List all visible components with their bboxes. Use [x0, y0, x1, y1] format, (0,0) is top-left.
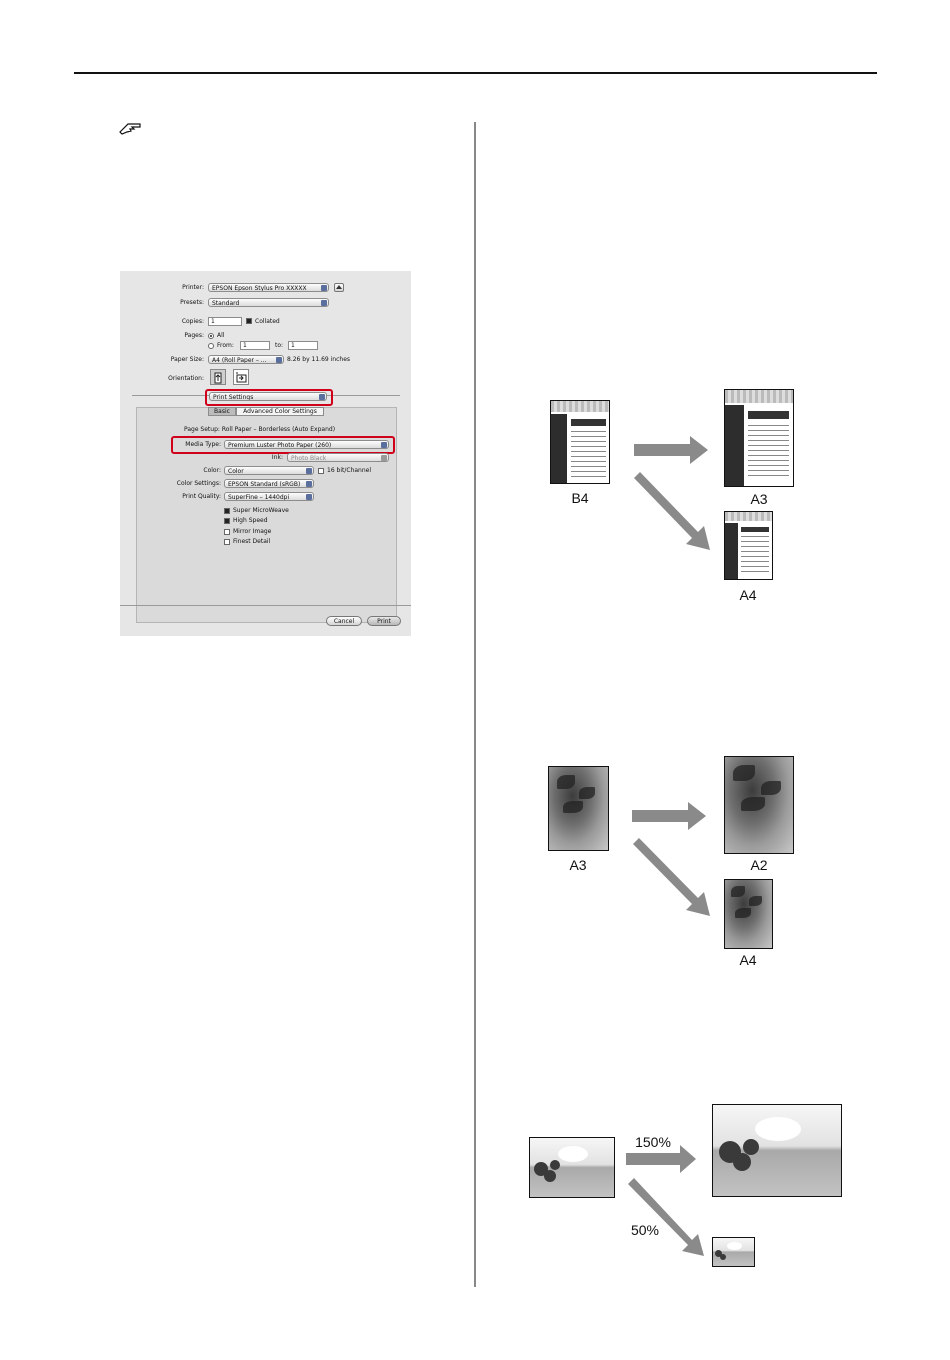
print-dialog: Printer: EPSON Epson Stylus Pro XXXXX Pr… — [120, 271, 411, 636]
arrow-up-150 — [626, 1145, 696, 1173]
beach-original — [529, 1137, 615, 1198]
page-setup-text: Page Setup: Roll Paper – Borderless (Aut… — [184, 426, 336, 433]
arrow-a3-to-a4 — [633, 838, 710, 916]
photo-page-a3 — [548, 766, 609, 851]
landscape-orientation-button[interactable] — [233, 369, 249, 385]
bit-channel-checkbox[interactable] — [318, 468, 324, 474]
section-highlight — [205, 389, 333, 406]
finest-detail-checkbox[interactable] — [224, 539, 230, 545]
label-a4-doc: A4 — [739, 587, 757, 603]
label-150-percent: 150% — [635, 1134, 671, 1150]
paper-size-popup[interactable]: A4 (Roll Paper – ... — [208, 355, 284, 364]
color-label: Color: — [203, 467, 221, 474]
color-settings-popup[interactable]: EPSON Standard (sRGB) — [224, 479, 314, 488]
section-popup[interactable]: Print Settings — [209, 392, 327, 401]
doc-page-b4 — [550, 400, 610, 484]
printer-label: Printer: — [182, 284, 204, 291]
beach-reduced — [712, 1237, 755, 1267]
media-type-highlight — [171, 436, 395, 454]
photo-page-a2 — [724, 756, 794, 854]
high-speed-label: High Speed — [233, 517, 268, 524]
color-popup[interactable]: Color — [224, 466, 314, 475]
super-microweave-checkbox[interactable] — [224, 508, 230, 514]
label-50-percent: 50% — [630, 1222, 660, 1238]
presets-label: Presets: — [180, 299, 204, 306]
label-b4: B4 — [571, 490, 589, 506]
arrow-down-50 — [628, 1178, 704, 1256]
header-rule — [74, 72, 877, 74]
media-type-label: Media Type: — [185, 441, 221, 448]
arrow-b4-to-a4 — [634, 472, 710, 550]
print-button[interactable]: Print — [367, 616, 401, 626]
bit-channel-label: 16 bit/Channel — [327, 467, 372, 474]
arrow-b4-to-a3 — [634, 436, 708, 464]
label-a2: A2 — [750, 857, 768, 873]
column-divider — [474, 122, 476, 1287]
pages-to-field[interactable]: 1 — [288, 341, 318, 350]
cancel-button[interactable]: Cancel — [326, 616, 362, 626]
mirror-image-label: Mirror Image — [233, 528, 272, 535]
color-settings-label: Color Settings: — [176, 480, 221, 487]
orientation-label: Orientation: — [168, 375, 204, 382]
landscape-icon — [236, 372, 247, 383]
pages-from-label: From: — [217, 342, 234, 349]
expand-button[interactable] — [334, 283, 344, 292]
label-a3-photo: A3 — [569, 857, 587, 873]
doc-page-a4 — [724, 511, 773, 580]
pages-all-radio[interactable] — [208, 333, 214, 339]
ink-popup[interactable]: Photo Black — [287, 453, 389, 462]
pointing-hand-icon — [119, 123, 141, 135]
arrow-a3-to-a2 — [632, 802, 706, 830]
pages-from-field[interactable]: 1 — [240, 341, 270, 350]
pages-from-radio[interactable] — [208, 343, 214, 349]
finest-detail-label: Finest Detail — [233, 538, 271, 545]
pages-label: Pages: — [184, 332, 204, 339]
pages-all-label: All — [217, 332, 225, 339]
media-type-popup[interactable]: Premium Luster Photo Paper (260) — [224, 440, 389, 449]
label-a4-photo: A4 — [739, 952, 757, 968]
high-speed-checkbox[interactable] — [224, 518, 230, 524]
ink-label: Ink: — [271, 454, 283, 461]
collated-checkbox[interactable] — [246, 318, 252, 324]
print-quality-label: Print Quality: — [182, 493, 221, 500]
portrait-orientation-button[interactable] — [210, 369, 226, 385]
copies-label: Copies: — [181, 318, 204, 325]
label-a3: A3 — [750, 491, 768, 507]
paper-size-dims: 8.26 by 11.69 inches — [287, 356, 351, 363]
triangle-up-icon — [336, 285, 342, 289]
photo-page-a4 — [724, 879, 773, 949]
print-quality-popup[interactable]: SuperFine – 1440dpi — [224, 492, 314, 501]
paper-size-label: Paper Size: — [170, 356, 204, 363]
presets-popup[interactable]: Standard — [208, 298, 329, 307]
footer-separator — [120, 605, 411, 606]
tab-basic[interactable]: Basic — [208, 407, 236, 416]
pages-to-label: to: — [275, 342, 284, 349]
collated-label: Collated — [255, 318, 280, 325]
printer-popup[interactable]: EPSON Epson Stylus Pro XXXXX — [208, 283, 329, 292]
super-microweave-label: Super MicroWeave — [233, 507, 289, 514]
tab-advanced-color[interactable]: Advanced Color Settings — [236, 407, 324, 416]
beach-enlarged — [712, 1104, 842, 1197]
portrait-icon — [214, 372, 222, 384]
doc-page-a3 — [724, 389, 794, 487]
copies-field[interactable]: 1 — [208, 317, 242, 326]
mirror-image-checkbox[interactable] — [224, 529, 230, 535]
